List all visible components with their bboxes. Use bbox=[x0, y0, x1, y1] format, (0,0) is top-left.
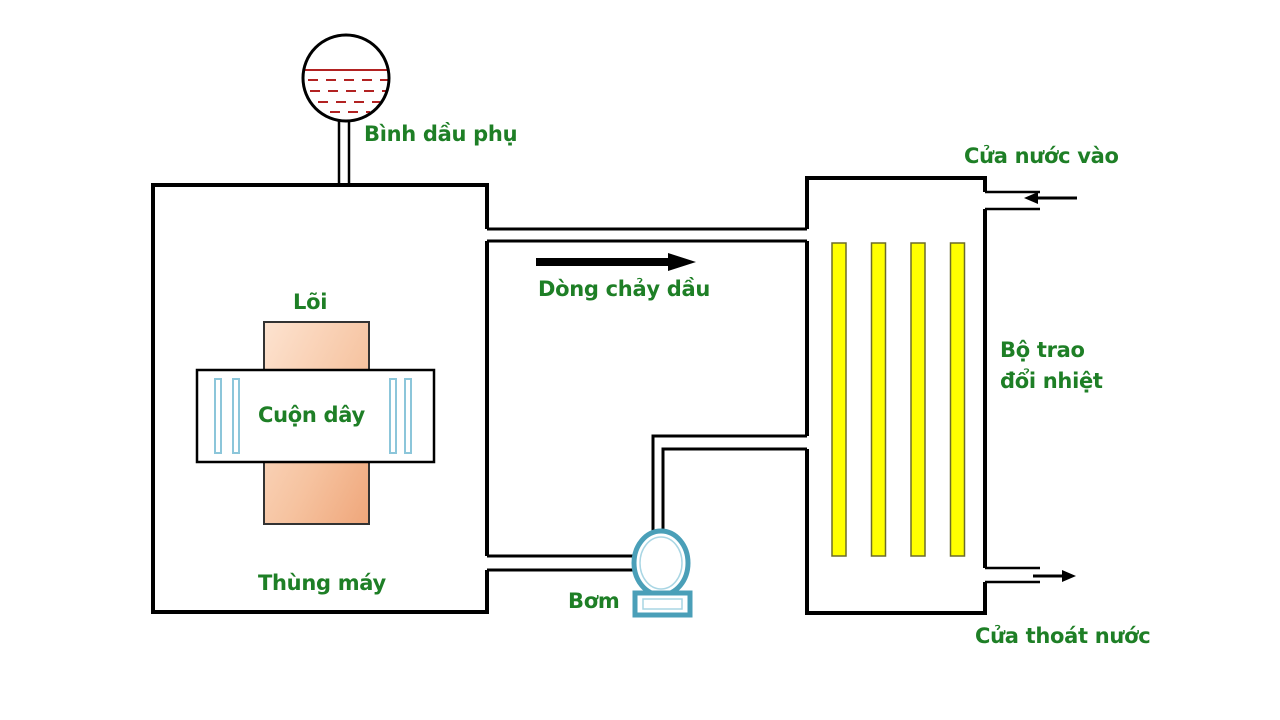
heat-exchanger-tube bbox=[831, 242, 847, 557]
conservator-tank bbox=[301, 33, 391, 185]
winding-bar bbox=[389, 378, 397, 454]
oil-flow-arrow bbox=[536, 253, 696, 271]
water-inlet-pipe bbox=[985, 190, 1040, 211]
core-label: Lõi bbox=[293, 290, 328, 314]
winding-bar bbox=[232, 378, 240, 454]
pump-body bbox=[631, 528, 691, 598]
oil-pipe-top bbox=[487, 227, 807, 243]
conservator-vessel bbox=[301, 33, 391, 123]
water-inlet-arrow bbox=[1024, 192, 1077, 204]
oil-dashes bbox=[308, 79, 388, 113]
main-tank bbox=[151, 183, 489, 614]
oil-flow-label: Dòng chảy dầu bbox=[538, 277, 710, 301]
winding-bar bbox=[214, 378, 222, 454]
winding-bar bbox=[404, 378, 412, 454]
winding-label: Cuộn dây bbox=[258, 403, 365, 427]
heat-exchanger-tube bbox=[910, 242, 926, 557]
conservator-label: Bình dầu phụ bbox=[364, 122, 518, 146]
winding bbox=[195, 368, 436, 464]
water-outlet-arrow bbox=[1033, 570, 1076, 582]
heat-exchanger-tube bbox=[870, 242, 887, 557]
heat-exchanger-label-line1: Bộ trao bbox=[1000, 338, 1085, 362]
pump bbox=[631, 528, 693, 618]
heat-exchanger-tube bbox=[949, 242, 966, 557]
heat-exchanger-shell bbox=[805, 176, 987, 615]
oil-pipe-bottom bbox=[487, 434, 807, 572]
pump-label: Bơm bbox=[568, 589, 620, 613]
water-outlet-pipe bbox=[985, 566, 1040, 584]
water-outlet-label: Cửa thoát nước bbox=[975, 624, 1151, 648]
heat-exchanger-label-line2: đổi nhiệt bbox=[1000, 369, 1103, 393]
tank-label: Thùng máy bbox=[258, 571, 386, 595]
heat-exchanger-tubes bbox=[831, 242, 966, 557]
water-inlet-label: Cửa nước vào bbox=[964, 144, 1119, 168]
